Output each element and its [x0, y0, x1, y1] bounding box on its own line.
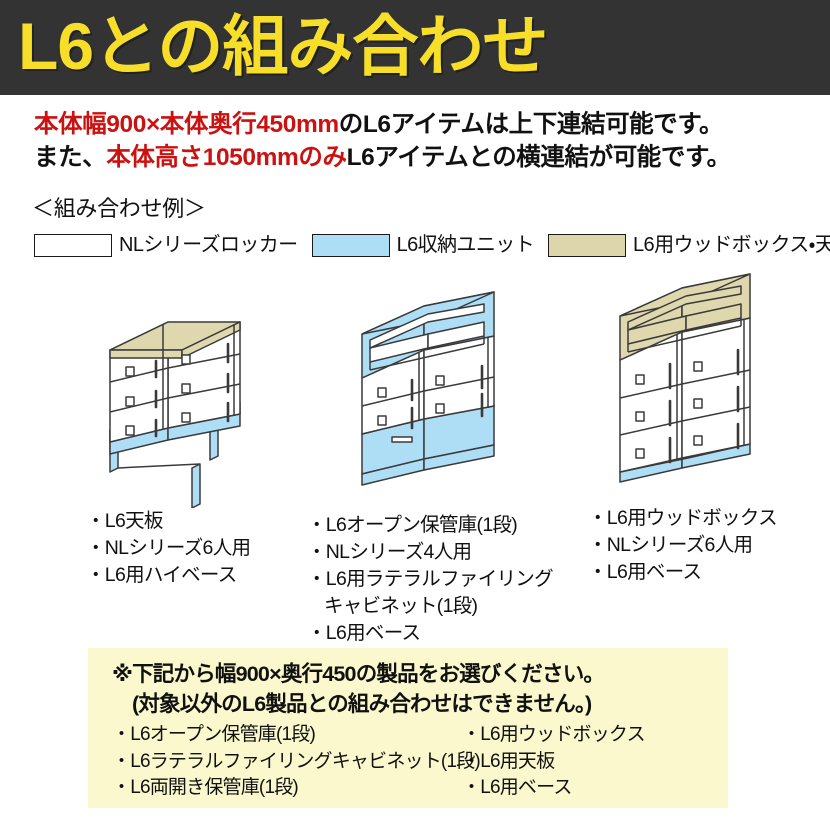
header-banner: L6との組み合わせ: [0, 0, 830, 95]
note-left-item-3: ・L6両開き保管庫(1段): [112, 777, 299, 798]
caption-1-line-1: ・L6天板: [86, 510, 163, 532]
intro-line-2-prefix: また、: [34, 144, 107, 171]
note-right-item-1: ・L6用ウッドボックス: [462, 724, 646, 745]
intro-line-1-rest: のL6アイテムは上下連結可能です。: [338, 111, 724, 138]
intro-line-2-rest: L6アイテムとの横連結が可能です。: [346, 144, 732, 171]
intro-line-1-highlight: 本体幅900×本体奥行450mm: [34, 111, 339, 138]
legend-swatch-white-icon: [34, 233, 112, 257]
intro-line-2-highlight: 本体高さ1050mmのみ: [106, 144, 347, 171]
page-title: L6との組み合わせ: [18, 9, 548, 83]
note-right-item-2: ・L6用天板: [462, 750, 555, 772]
illustration-example-2: [336, 278, 566, 508]
intro-line-2: また、本体高さ1050mmのみL6アイテムとの横連結が可能です。: [34, 141, 814, 174]
note-box: ※下記から幅900×奥行450の製品をお選びください。 (対象以外のL6製品との…: [88, 648, 728, 808]
caption-1-line-2: ・NLシリーズ6人用: [86, 537, 251, 559]
note-left-item-1: ・L6オープン保管庫(1段): [112, 724, 316, 745]
caption-example-1: ・L6天板 ・NLシリーズ6人用 ・L6用ハイベース: [86, 508, 251, 589]
caption-3-line-1: ・L6用ウッドボックス: [588, 507, 778, 529]
note-heading-line-1: ※下記から幅900×奥行450の製品をお選びください。: [112, 662, 605, 686]
intro-text: 本体幅900×本体奥行450mmのL6アイテムは上下連結可能です。 また、本体高…: [34, 108, 814, 174]
legend-label-l6-woodbox-top: L6用ウッドボックス・天板: [633, 234, 830, 256]
note-heading: ※下記から幅900×奥行450の製品をお選びください。 (対象以外のL6製品との…: [112, 659, 605, 719]
note-heading-line-2: (対象以外のL6製品との組み合わせはできません。): [132, 692, 592, 716]
locker-with-wood-top-and-high-base-icon: [109, 321, 241, 508]
illustration-example-3: [598, 272, 823, 507]
caption-2-line-3: ・L6用ラテラルファイリング: [307, 568, 554, 590]
note-left-item-2: ・L6ラテラルファイリングキャビネット(1段): [112, 750, 481, 772]
note-column-left: ・L6オープン保管庫(1段) ・L6ラテラルファイリングキャビネット(1段) ・…: [112, 722, 481, 802]
legend-item-nl-locker: NLシリーズロッカー: [34, 233, 298, 257]
legend-swatch-beige-icon: [548, 233, 627, 257]
caption-3-line-2: ・NLシリーズ6人用: [588, 534, 753, 556]
legend-item-l6-storage-unit: L6収納ユニット: [311, 233, 535, 257]
caption-2-line-2: ・NLシリーズ4人用: [307, 541, 472, 563]
intro-line-1: 本体幅900×本体奥行450mmのL6アイテムは上下連結可能です。: [34, 108, 814, 141]
caption-3-line-3: ・L6用ベース: [588, 561, 702, 583]
caption-example-3: ・L6用ウッドボックス ・NLシリーズ6人用 ・L6用ベース: [588, 505, 778, 586]
note-right-item-3: ・L6用ベース: [462, 777, 572, 798]
caption-example-2: ・L6オープン保管庫(1段) ・NLシリーズ4人用 ・L6用ラテラルファイリング…: [307, 512, 554, 647]
note-column-right: ・L6用ウッドボックス ・L6用天板 ・L6用ベース: [462, 722, 646, 802]
caption-2-line-1: ・L6オープン保管庫(1段): [307, 514, 518, 536]
caption-1-line-3: ・L6用ハイベース: [86, 564, 237, 586]
legend-label-nl-locker: NLシリーズロッカー: [119, 234, 298, 256]
example-section-heading: ＜組み合わせ例＞: [32, 196, 206, 221]
legend-item-l6-woodbox-top: L6用ウッドボックス・天板: [548, 233, 830, 257]
caption-2-line-5: ・L6用ベース: [307, 622, 421, 644]
legend-swatch-blue-icon: [311, 233, 390, 257]
legend: NLシリーズロッカー L6収納ユニット L6用ウッドボックス・天板: [34, 232, 830, 258]
caption-2-line-4: キャビネット(1段): [324, 595, 478, 617]
open-storage-locker-lateral-cabinet-icon: [361, 291, 495, 486]
wood-box-over-locker-with-base-icon: [619, 273, 751, 483]
illustration-example-1: [74, 278, 304, 508]
note-columns: ・L6オープン保管庫(1段) ・L6ラテラルファイリングキャビネット(1段) ・…: [112, 722, 712, 802]
legend-label-l6-storage-unit: L6収納ユニット: [396, 234, 535, 256]
